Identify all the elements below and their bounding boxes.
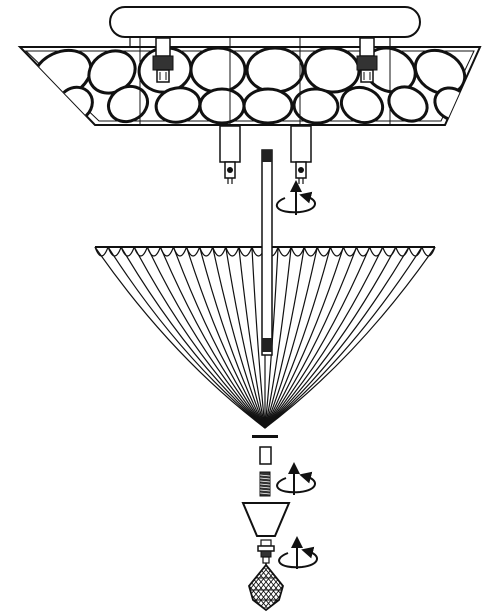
shade-scallop <box>185 246 201 257</box>
crystal-facet <box>267 565 283 610</box>
spacer-sleeve <box>259 446 272 465</box>
nipple-thread <box>259 480 271 483</box>
shade-scallop <box>159 246 175 257</box>
shade-rib <box>133 246 266 429</box>
shade-rib <box>264 246 397 429</box>
shade-scallop <box>212 246 227 257</box>
shade-scallop <box>342 246 358 257</box>
ceiling-canopy <box>109 6 421 47</box>
shade-rib <box>264 246 331 429</box>
crystal-facet <box>277 565 283 610</box>
frame-oval <box>339 85 385 125</box>
shade-scallop <box>94 246 109 257</box>
bulb-left <box>219 125 241 184</box>
decorative-frame <box>17 37 482 126</box>
shade-rib <box>264 246 358 429</box>
crystal-facet <box>262 565 283 610</box>
shade-scallop <box>225 246 240 257</box>
crystal-facet <box>249 565 270 610</box>
threaded-nipple <box>259 471 271 497</box>
shade-scallop <box>421 246 436 257</box>
crystal-facet <box>257 565 283 610</box>
shade-scallop <box>369 246 384 257</box>
frame-oval <box>189 47 247 94</box>
nipple-thread <box>259 477 271 480</box>
shade-scallop <box>133 246 148 257</box>
shade-scallop <box>355 246 371 257</box>
shade-rib <box>264 246 384 429</box>
shade-scallop <box>238 246 253 257</box>
shade-rib <box>264 246 305 429</box>
shade-scallop <box>107 246 122 257</box>
frame-oval <box>292 87 340 125</box>
shade-scallop <box>316 246 331 257</box>
shade-scallop <box>146 246 161 257</box>
frame-oval <box>198 87 246 125</box>
frame-oval <box>413 48 467 96</box>
frame-oval <box>245 47 305 94</box>
bulb-holder-left <box>152 37 174 83</box>
shade-rib <box>238 246 266 429</box>
crystal-facet <box>252 565 283 610</box>
shade-scallop <box>172 246 188 257</box>
shade-rib <box>264 246 423 429</box>
shade-rib <box>264 246 318 429</box>
shade-scallop <box>329 246 345 257</box>
rotate-arrow-nipple <box>276 462 316 495</box>
rotate-arrow-finial <box>278 536 318 569</box>
shade-scallop <box>395 246 410 257</box>
shade-rib <box>264 246 292 429</box>
nipple-thread <box>259 474 271 477</box>
nipple-thread <box>259 492 271 495</box>
shade-rib <box>120 246 266 429</box>
washer <box>252 435 278 438</box>
crystal-pendant <box>248 563 284 612</box>
shade-rib <box>199 246 266 429</box>
finial-screw <box>257 539 275 564</box>
shade-rib <box>251 246 266 429</box>
nipple-thread <box>259 483 271 486</box>
rotate-arrow-rod <box>275 180 316 215</box>
shade-rib <box>264 246 345 429</box>
cone-cap <box>241 502 291 537</box>
frame-oval <box>242 87 294 125</box>
shade-rib <box>225 246 266 429</box>
nipple-thread <box>259 486 271 489</box>
crystal-facet <box>249 565 265 610</box>
shade-scallop <box>382 246 397 257</box>
shade-scallop <box>290 246 305 257</box>
shade-scallop <box>303 246 318 257</box>
frame-oval <box>107 84 149 124</box>
threaded-rod <box>261 149 273 356</box>
shade-rib <box>146 246 266 429</box>
shade-rib <box>212 246 266 429</box>
shade-scallop <box>199 246 214 257</box>
crystal-facet <box>277 565 283 610</box>
shade-rib <box>159 246 266 429</box>
shade-rib <box>107 246 266 429</box>
nipple-thread <box>259 489 271 492</box>
conical-fluted-shade <box>94 246 436 429</box>
crystal-facet <box>249 565 255 610</box>
shade-rib <box>264 246 371 429</box>
shade-scallop <box>120 246 135 257</box>
frame-oval <box>387 85 429 123</box>
bulb-right <box>290 125 312 184</box>
bulb-holder-right <box>356 37 378 83</box>
shade-rib <box>94 246 266 429</box>
shade-rib <box>172 246 266 429</box>
shade-scallop <box>277 246 292 257</box>
shade-scallop <box>408 246 423 257</box>
shade-rib <box>264 246 410 429</box>
shade-rib <box>185 246 266 429</box>
crystal-facet <box>249 565 275 610</box>
crystal-facet <box>249 565 255 610</box>
shade-rib <box>264 246 436 429</box>
